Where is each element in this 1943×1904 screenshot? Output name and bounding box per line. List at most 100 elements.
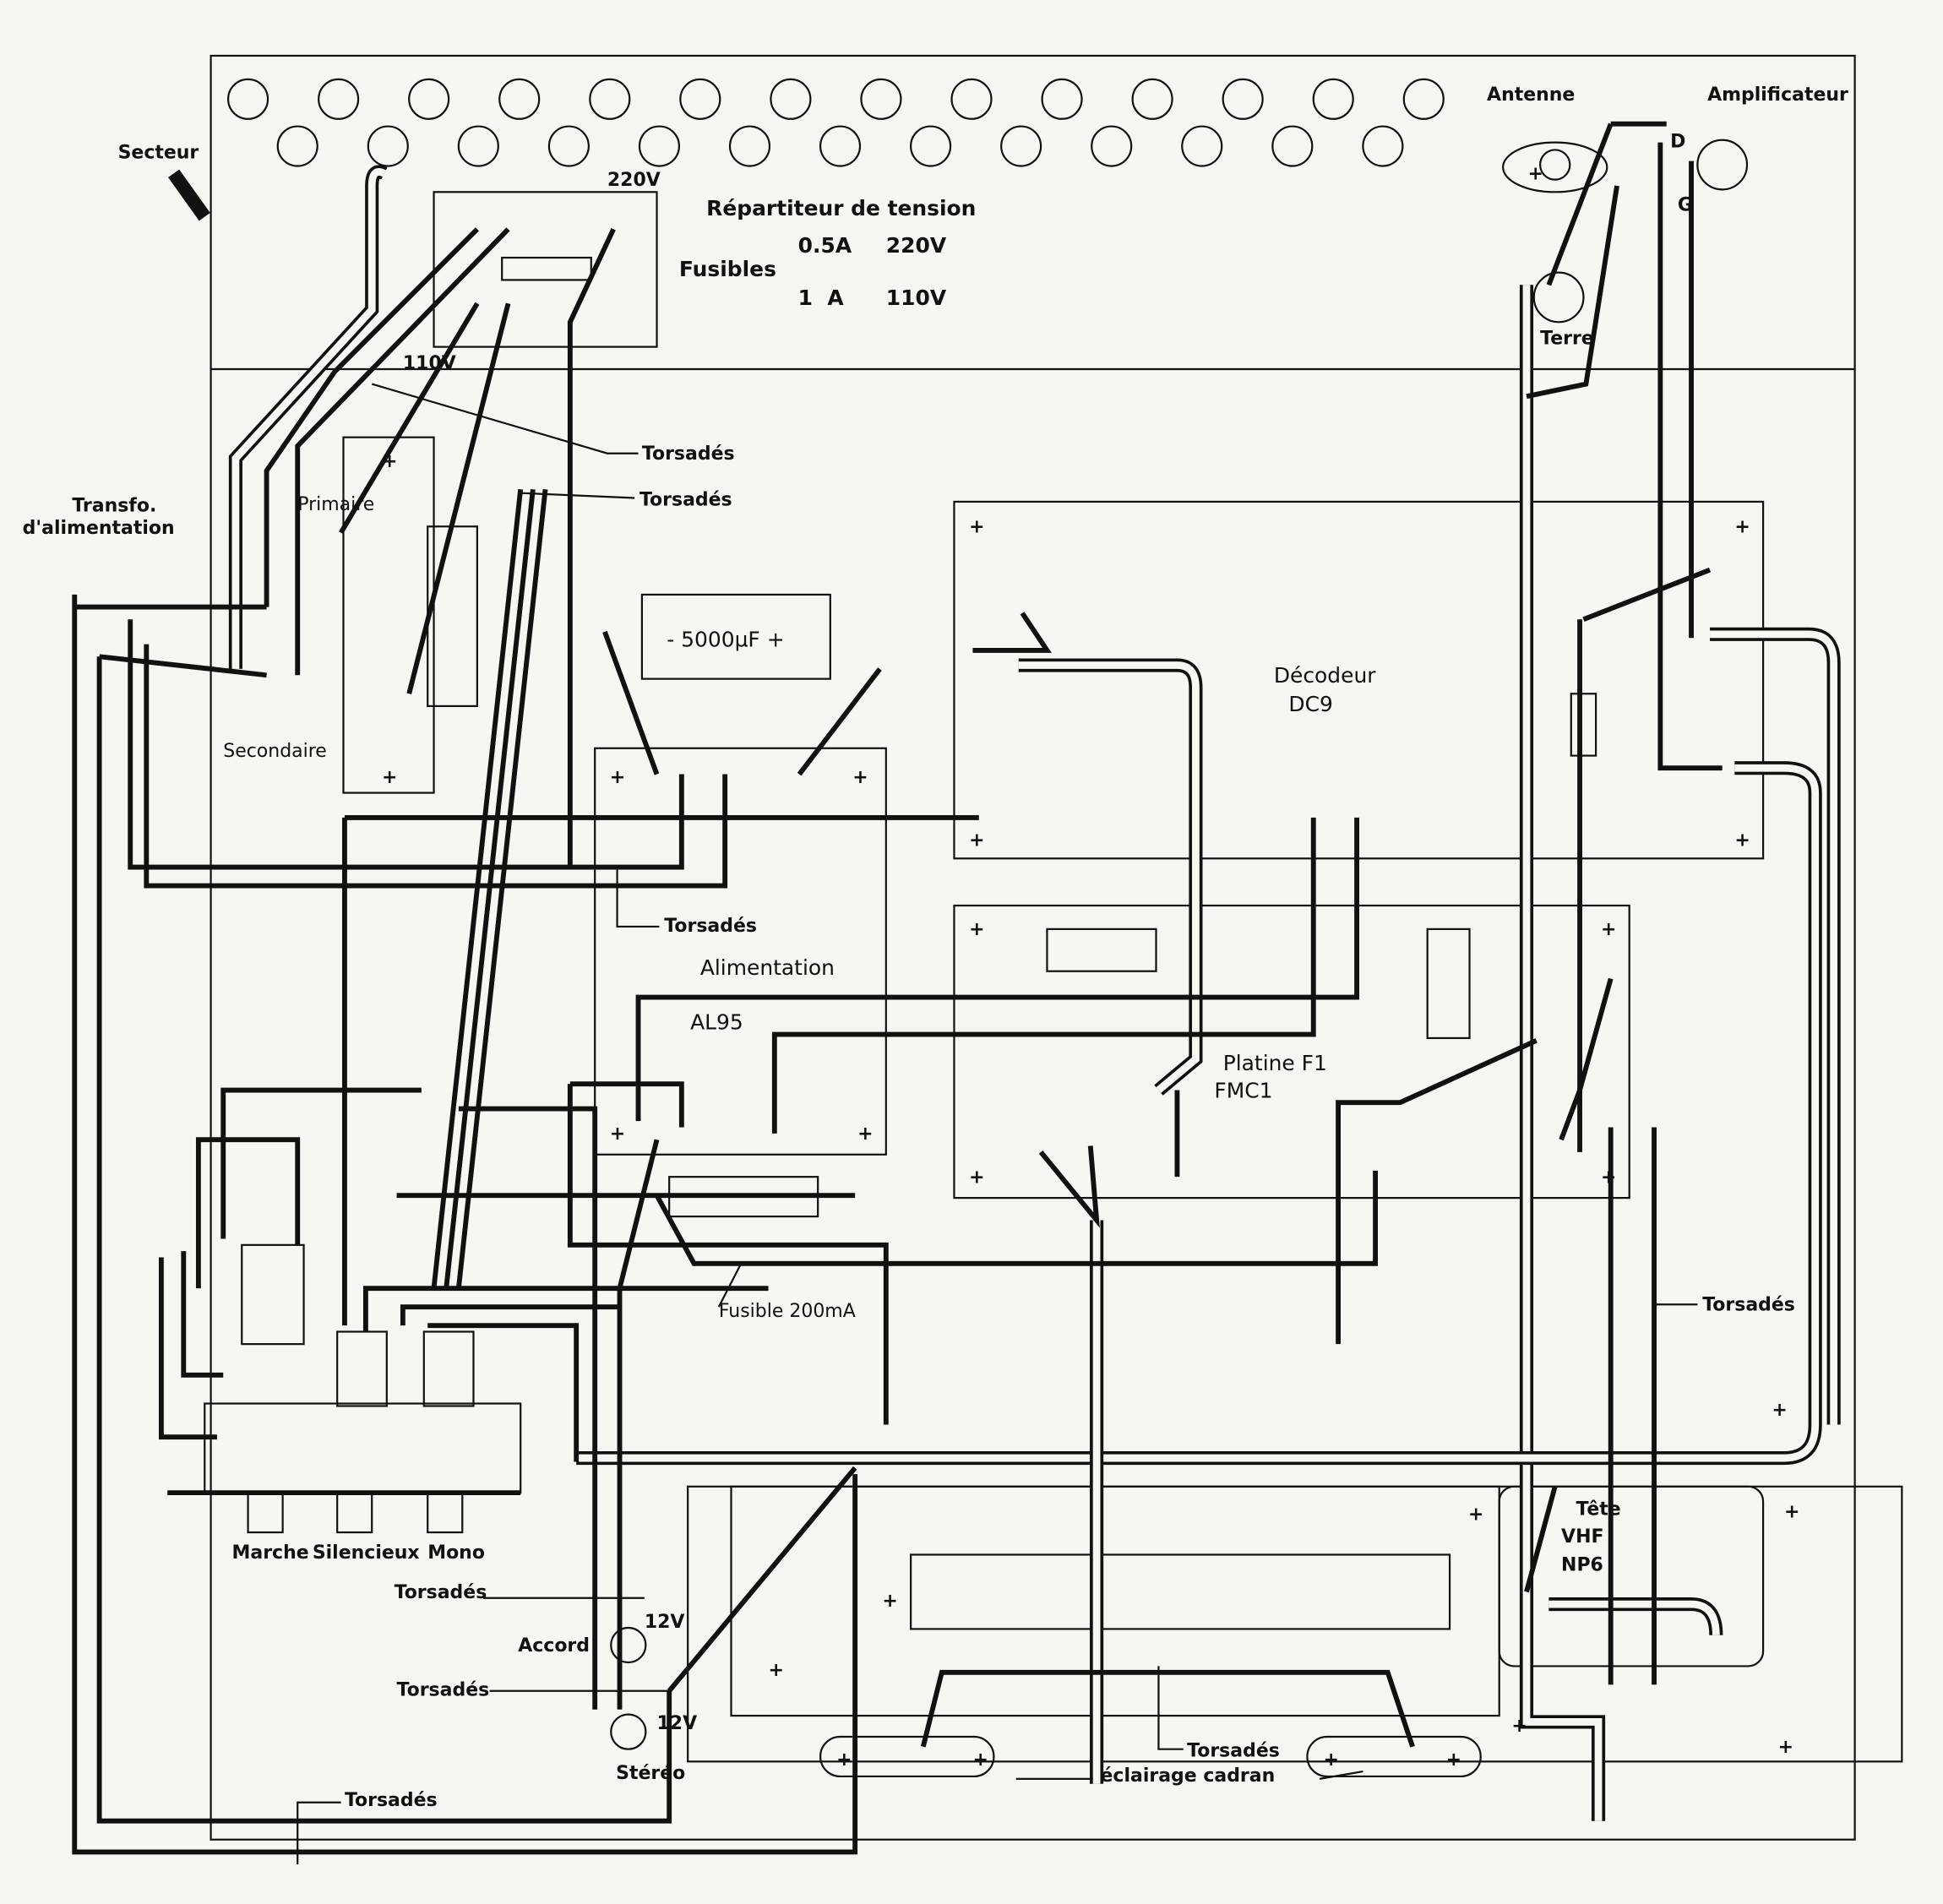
label-vhf: VHF [1561, 1526, 1603, 1548]
fuse-holder [501, 256, 592, 281]
shielded-cables [168, 165, 1841, 1821]
screw-mark: + [1778, 1737, 1793, 1758]
label-eclairage: éclairage cadran [1101, 1765, 1276, 1787]
screw-mark: + [969, 919, 984, 940]
vent-hole [679, 78, 721, 120]
vent-hole [1091, 125, 1133, 167]
vent-hole [227, 78, 269, 120]
screw-mark: + [1323, 1749, 1338, 1771]
label-alimentation: Alimentation [700, 955, 835, 980]
screw-mark: + [610, 1123, 625, 1145]
vent-hole [1181, 125, 1223, 167]
vent-hole [276, 125, 318, 167]
screw-mark: + [836, 1749, 852, 1771]
label-fusibles: Fusibles [679, 257, 776, 281]
label-al95: AL95 [690, 1010, 743, 1035]
vent-hole [408, 78, 450, 120]
label-220v: 220V [607, 170, 661, 191]
vent-hole [860, 78, 902, 120]
antenna-socket [1502, 139, 1749, 324]
label-fmc1: FMC1 [1214, 1078, 1272, 1102]
label-d: D [1670, 132, 1685, 153]
label-torsades: Torsadés [642, 443, 735, 465]
label-110v: 110V [403, 353, 456, 374]
screw-mark: + [857, 1123, 873, 1145]
vent-hole [457, 125, 499, 167]
label-capacitor: - 5000µF + [667, 628, 784, 652]
label-antenne: Antenne [1487, 84, 1575, 106]
label-decodeur: Décodeur [1274, 663, 1376, 688]
vent-hole [770, 78, 812, 120]
screw-mark: + [1734, 517, 1750, 538]
vent-hole [638, 125, 681, 167]
label-dc9: DC9 [1288, 692, 1332, 716]
label-mono: Mono [427, 1542, 485, 1564]
vent-hole [950, 78, 993, 120]
vent-hole [1402, 78, 1445, 120]
vent-hole [819, 125, 862, 167]
mounting-screws: ++++++++++++++++++++++++++ [382, 164, 1799, 1771]
label-torsades: Torsadés [664, 916, 757, 937]
vent-hole [1041, 78, 1083, 120]
vent-hole [1000, 125, 1042, 167]
vent-hole [318, 78, 360, 120]
labels: Secteur 220V Répartiteur de tension Fusi… [23, 84, 1848, 1811]
vent-hole [1362, 125, 1404, 167]
chassis [210, 54, 1903, 1841]
screw-mark: + [882, 1591, 897, 1612]
screw-mark: + [1734, 830, 1750, 851]
vent-hole [1312, 78, 1354, 120]
screw-mark: + [969, 517, 984, 538]
filter [1570, 693, 1597, 757]
screw-mark: + [768, 1660, 783, 1681]
switch-block [167, 1243, 522, 1534]
label-g: G [1678, 194, 1693, 215]
transformer [342, 436, 435, 794]
transformer-core [427, 525, 478, 708]
label-platine: Platine F1 [1223, 1051, 1327, 1075]
capacitor [640, 593, 831, 680]
vent-hole [1131, 78, 1173, 120]
screw-mark: + [1446, 1749, 1461, 1771]
screw-mark: + [1601, 919, 1616, 940]
label-np6: NP6 [1561, 1555, 1603, 1576]
vent-hole [589, 78, 631, 120]
vent-hole [498, 78, 541, 120]
indicator-lamps [610, 1626, 647, 1750]
screw-mark: + [1468, 1504, 1483, 1525]
label-fusible-200: Fusible 200mA [719, 1301, 856, 1322]
label-fuse1-a: 0.5A [798, 233, 852, 258]
trimmer-2 [1426, 928, 1471, 1040]
label-fuse2-v: 110V [886, 286, 947, 310]
screw-mark: + [852, 767, 868, 788]
screw-mark: + [1601, 1167, 1616, 1189]
vent-hole [1222, 78, 1264, 120]
power-board [594, 747, 887, 1156]
screw-mark: + [1527, 164, 1543, 185]
label-torsades: Torsadés [640, 489, 732, 510]
screw-mark: + [1772, 1400, 1787, 1421]
vent-hole [910, 125, 952, 167]
tuner-box [1498, 1485, 1765, 1667]
screw-mark: + [969, 1167, 984, 1189]
label-repartiteur: Répartiteur de tension [706, 196, 976, 220]
ventilation-holes [227, 78, 1445, 167]
screw-mark: + [972, 1749, 988, 1771]
screw-mark: + [610, 767, 625, 788]
screw-mark: + [382, 451, 397, 472]
label-transfo-2: d'alimentation [23, 518, 175, 539]
vent-hole [367, 125, 409, 167]
label-torsades: Torsadés [345, 1790, 438, 1811]
label-fuse2-a: 1 A [798, 286, 845, 310]
label-primaire: Primaire [297, 494, 374, 515]
screw-mark: + [382, 767, 397, 788]
screw-mark: + [1511, 1716, 1527, 1737]
label-amplificateur: Amplificateur [1707, 84, 1848, 106]
label-12v-a: 12V [645, 1612, 685, 1633]
label-fuse1-v: 220V [886, 233, 947, 258]
label-secteur: Secteur [118, 143, 199, 164]
vent-hole [728, 125, 771, 167]
label-torsades: Torsadés [1702, 1295, 1795, 1316]
